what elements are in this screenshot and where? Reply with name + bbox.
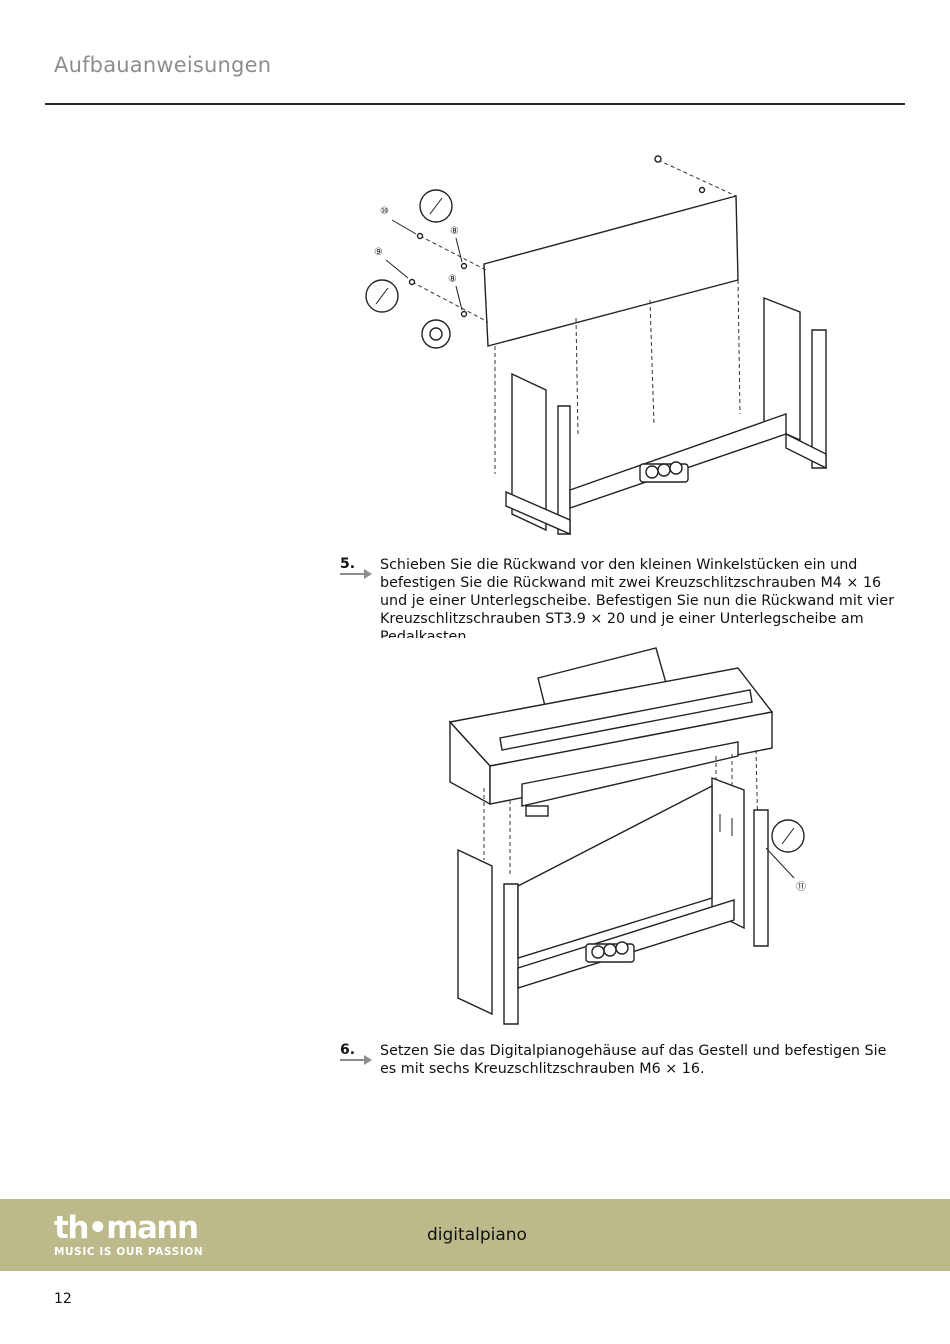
callout-11: ⑪ xyxy=(796,881,806,893)
back-panel-diagram: ⑩ ⑨ ⑧ ⑧ xyxy=(365,155,827,536)
step-arrow-icon xyxy=(340,569,372,579)
logo-wordmark: th•mann xyxy=(54,1210,199,1246)
pedal-box-drawing xyxy=(569,413,787,509)
stand-back-panel-drawing xyxy=(517,784,713,959)
assembly-figure-back-panel: ⑩ ⑨ ⑧ ⑧ xyxy=(340,152,902,544)
page-number: 12 xyxy=(54,1291,72,1307)
callout-8b: ⑧ xyxy=(448,274,457,285)
assembly-figure-piano-body: ⑪ xyxy=(340,638,902,1030)
thomann-logo: th•mann MUSIC IS OUR PASSION xyxy=(54,1212,203,1258)
step-5-number: 5. xyxy=(340,556,356,572)
logo-tagline: MUSIC IS OUR PASSION xyxy=(54,1246,204,1258)
left-side-panel-drawing xyxy=(511,372,547,532)
right-side-panel-drawing xyxy=(763,296,801,442)
piano-body-diagram: ⑪ xyxy=(448,647,806,1025)
stand-left-side-drawing xyxy=(457,848,493,1016)
footer-product-name: digitalpiano xyxy=(427,1225,527,1245)
step-arrow-icon xyxy=(340,1055,372,1065)
callout-8a: ⑧ xyxy=(450,226,459,237)
back-panel-drawing xyxy=(483,195,739,347)
step-6-text: Setzen Sie das Digitalpianogehäuse auf d… xyxy=(380,1043,887,1077)
callout-10: ⑩ xyxy=(380,206,389,217)
page-header-title: Aufbauanweisungen xyxy=(54,53,272,77)
footer-band xyxy=(0,1199,950,1271)
callout-9: ⑨ xyxy=(374,247,383,258)
step-5-text: Schieben Sie die Rückwand vor den kleine… xyxy=(380,557,895,645)
header-divider xyxy=(45,103,905,105)
step-6-number: 6. xyxy=(340,1042,356,1058)
